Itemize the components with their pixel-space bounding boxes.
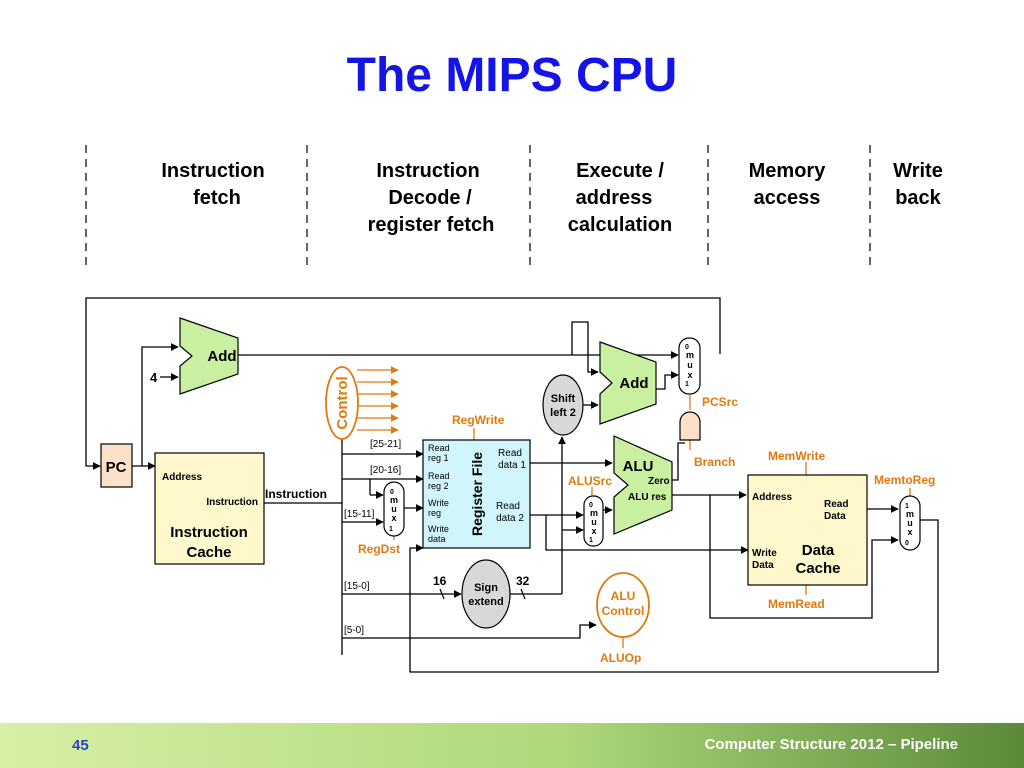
signal-memread: MemRead xyxy=(768,597,825,611)
stage-dividers xyxy=(85,145,871,265)
signal-memwrite: MemWrite xyxy=(768,449,825,463)
alu-label: ALU xyxy=(623,458,654,475)
control-outputs xyxy=(357,366,399,434)
branch-and-gate xyxy=(679,411,701,441)
svg-text:m: m xyxy=(590,508,598,518)
signal-alusrc: ALUSrc xyxy=(568,474,612,488)
dcache-address: Address xyxy=(752,492,792,503)
memtoreg-mux xyxy=(899,495,921,551)
alu-zero: Zero xyxy=(648,476,670,487)
svg-text:u: u xyxy=(591,517,597,527)
bit-width-out: 32 xyxy=(516,574,530,588)
svg-text:1: 1 xyxy=(389,526,393,533)
pcsrc-mux xyxy=(678,337,701,395)
data-cache xyxy=(747,474,868,586)
pc-label: PC xyxy=(106,459,127,476)
register-file xyxy=(422,439,531,549)
svg-text:1: 1 xyxy=(905,503,909,510)
page-number: 45 xyxy=(72,737,89,754)
instruction-cache xyxy=(154,452,265,565)
svg-text:u: u xyxy=(907,518,913,528)
field-20-16: [20-16] xyxy=(370,465,401,476)
field-15-0: [15-0] xyxy=(344,581,370,592)
svg-text:u: u xyxy=(391,504,397,514)
svg-text:0: 0 xyxy=(589,502,593,509)
svg-text:u: u xyxy=(687,360,693,370)
svg-text:x: x xyxy=(591,526,596,536)
branch-adder xyxy=(599,341,657,425)
pc-adder-label: Add xyxy=(207,348,236,365)
alu-res: ALU res xyxy=(628,492,667,503)
svg-text:1: 1 xyxy=(685,381,689,388)
pc-increment-constant: 4 xyxy=(150,370,158,385)
alusrc-mux xyxy=(583,495,604,547)
svg-text:x: x xyxy=(907,527,912,537)
signal-regwrite: RegWrite xyxy=(452,413,505,427)
svg-text:0: 0 xyxy=(685,344,689,351)
field-25-21: [25-21] xyxy=(370,439,401,450)
svg-text:0: 0 xyxy=(390,489,394,496)
svg-text:1: 1 xyxy=(589,537,593,544)
field-15-11: [15-11] xyxy=(344,509,375,520)
signal-aluop: ALUOp xyxy=(600,651,641,665)
alu-control xyxy=(596,572,650,638)
pc-adder xyxy=(179,317,239,395)
signal-regdst: RegDst xyxy=(358,542,400,556)
footer-text: Computer Structure 2012 – Pipeline xyxy=(704,736,958,753)
svg-text:m: m xyxy=(906,509,914,519)
svg-text:m: m xyxy=(686,350,694,360)
icache-address: Address xyxy=(162,472,202,483)
signal-memtoreg: MemtoReg xyxy=(874,473,935,487)
slide-title: The MIPS CPU xyxy=(346,49,678,102)
instruction-bus-label: Instruction xyxy=(265,487,327,501)
rf-title: Register File xyxy=(469,452,485,536)
control-signal-lines xyxy=(393,395,911,648)
svg-text:x: x xyxy=(687,370,692,380)
alu xyxy=(613,435,673,535)
icache-instruction: Instruction xyxy=(206,497,258,508)
shift-left-2 xyxy=(542,374,584,436)
field-5-0: [5-0] xyxy=(344,625,364,636)
sign-extend xyxy=(461,559,511,629)
signal-pcsrc: PCSrc xyxy=(702,395,738,409)
bit-width-in: 16 xyxy=(433,574,447,588)
svg-text:0: 0 xyxy=(905,540,909,547)
pc-register xyxy=(100,443,133,488)
signal-branch: Branch xyxy=(694,455,735,469)
svg-text:m: m xyxy=(390,495,398,505)
control-unit xyxy=(325,366,359,440)
svg-text:x: x xyxy=(391,513,396,523)
regdst-mux xyxy=(383,481,405,537)
control-label: Control xyxy=(334,376,351,429)
branch-adder-label: Add xyxy=(619,375,648,392)
slide-footer: 45 Computer Structure 2012 – Pipeline xyxy=(0,723,1024,768)
